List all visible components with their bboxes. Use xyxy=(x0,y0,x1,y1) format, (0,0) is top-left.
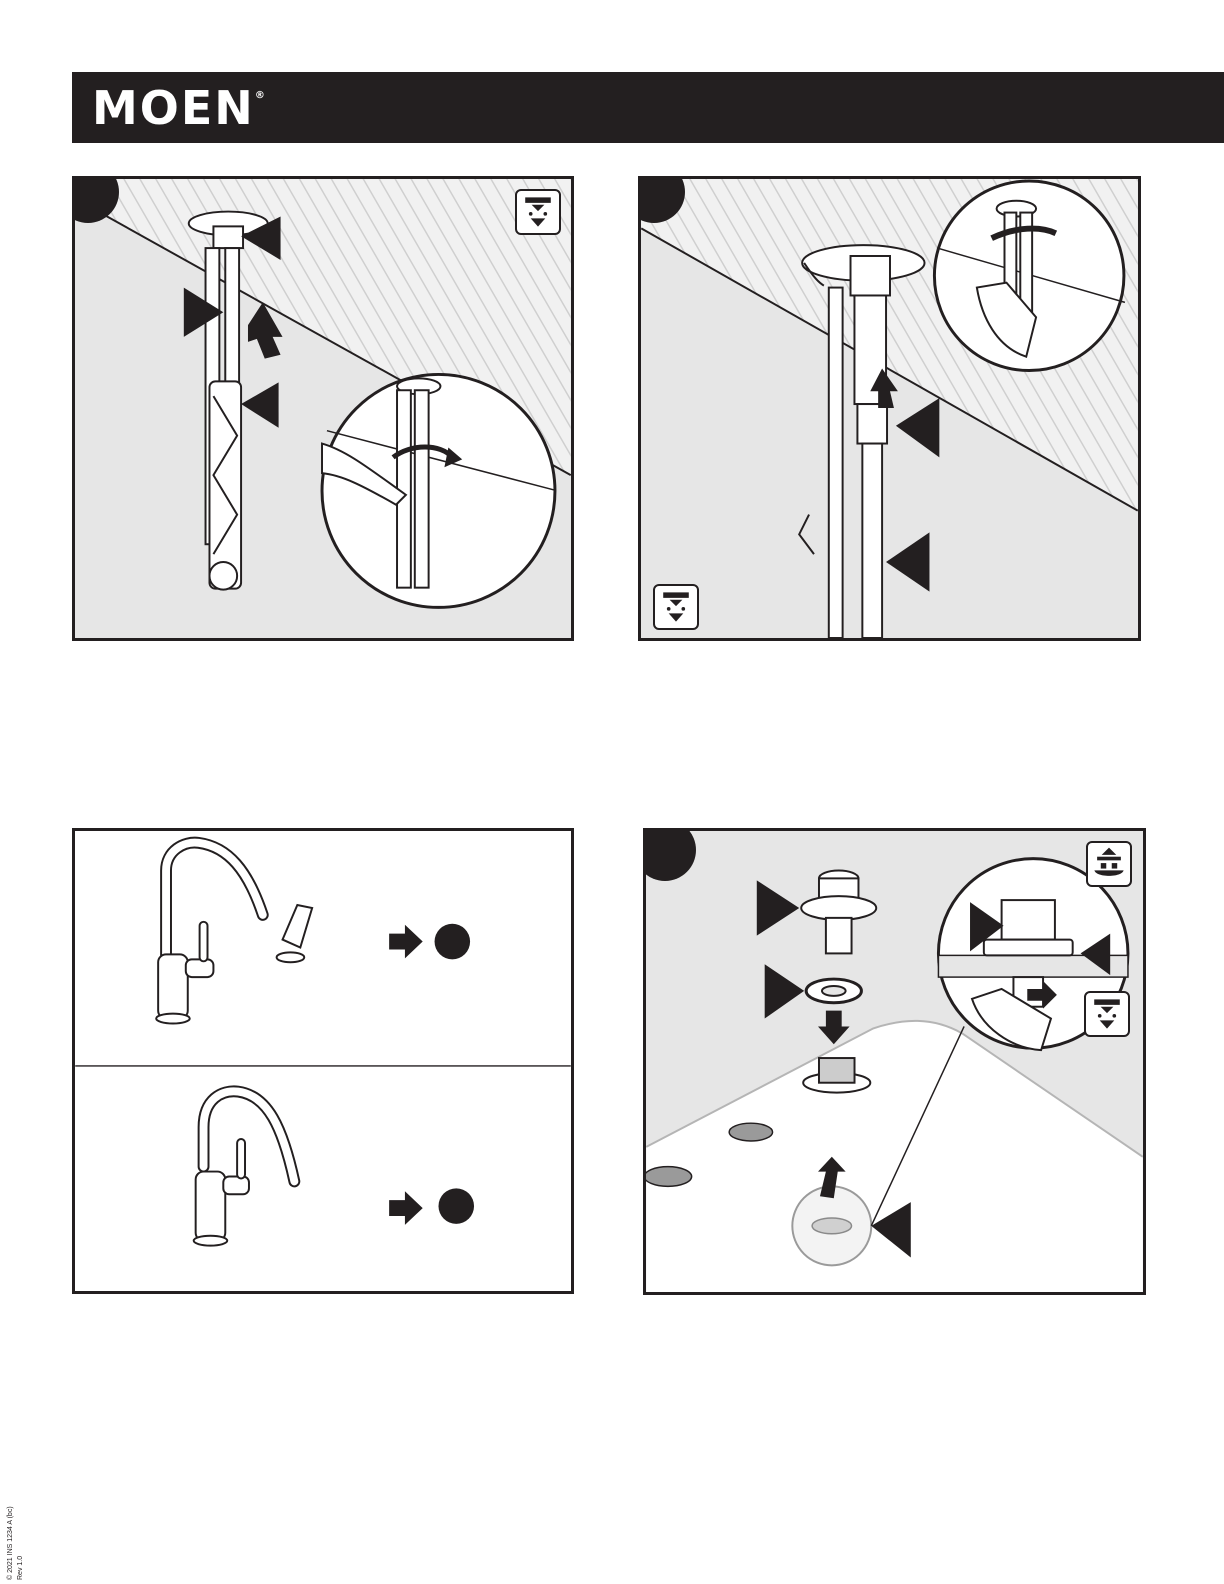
model-selection-panel xyxy=(72,828,574,1294)
side-spray-install-illustration xyxy=(646,831,1143,1292)
document-code-line: © 2021 INS 1234 A (bc) xyxy=(6,1470,16,1580)
faucet-options-illustration xyxy=(75,831,571,1291)
document-revision-line: Rev 1.0 xyxy=(16,1470,26,1580)
brand-name: MOEN xyxy=(92,81,255,135)
registered-mark: ® xyxy=(255,90,265,101)
water-shutoff-down-icon xyxy=(653,584,699,630)
water-shutoff-down-icon xyxy=(1084,991,1130,1037)
step-panel-top-left xyxy=(72,176,574,641)
supply-line-install-illustration xyxy=(75,179,571,638)
faucet-with-side-spray xyxy=(156,843,312,1024)
document-code: © 2021 INS 1234 A (bc) Rev 1.0 xyxy=(6,1470,26,1580)
faucet-without-side-spray xyxy=(194,1091,295,1245)
step-panel-bottom-right xyxy=(643,828,1146,1295)
step-reference-badge xyxy=(438,1188,474,1224)
install-up-icon xyxy=(1086,841,1132,887)
moen-logo: MOEN® xyxy=(92,82,265,134)
step-reference-badge xyxy=(435,924,471,960)
step-panel-top-right xyxy=(638,176,1141,641)
mounting-nut-illustration xyxy=(641,179,1138,638)
water-shutoff-down-icon xyxy=(515,189,561,235)
